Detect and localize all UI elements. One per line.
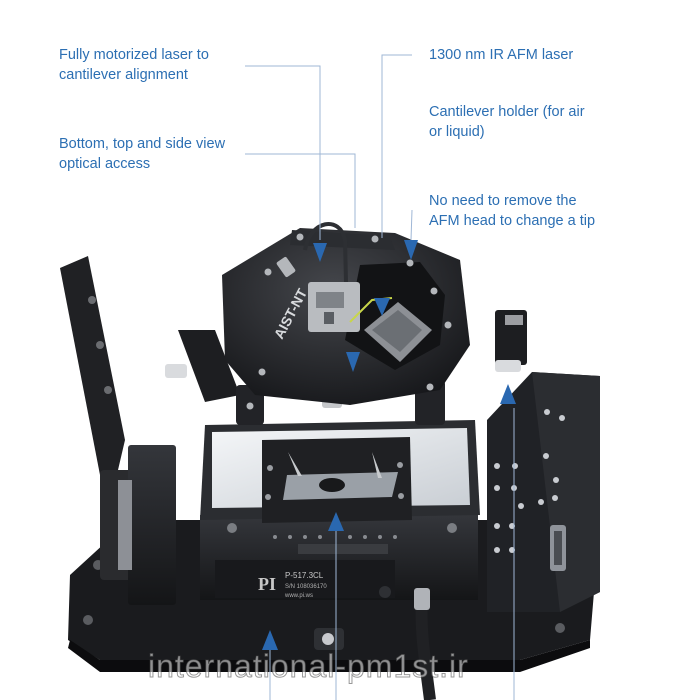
arrow-ir-laser	[374, 298, 390, 316]
arrow-optical-access	[346, 352, 360, 372]
callout-laser-alignment: Fully motorized laser to cantilever alig…	[59, 47, 209, 83]
arrow-side-view	[500, 384, 516, 404]
callout-tip-change: No need to remove the AFM head to change…	[429, 193, 596, 229]
pi-logo: PI	[258, 574, 276, 594]
callout-arrows	[262, 240, 516, 650]
side-arm	[60, 256, 125, 475]
model-label: P-517.3CL	[285, 571, 324, 580]
arrow-bottom-view	[328, 512, 344, 531]
watermark: international-pm1st.ir	[148, 648, 469, 685]
callout-ir-laser: 1300 nm IR AFM laser	[429, 47, 574, 63]
callout-cantilever-holder: Cantilever holder (for air or liquid)	[429, 104, 585, 140]
serial-label: S/N 108036170	[285, 584, 327, 590]
leader-lines	[245, 54, 515, 700]
arrow-tip-change	[404, 240, 418, 260]
side-stand	[128, 445, 176, 605]
arrow-base	[262, 630, 278, 650]
website-label: www.pi.ws	[284, 593, 313, 599]
arrow-laser-alignment	[313, 243, 327, 262]
callout-optical-access: Bottom, top and side view optical access	[59, 136, 226, 172]
